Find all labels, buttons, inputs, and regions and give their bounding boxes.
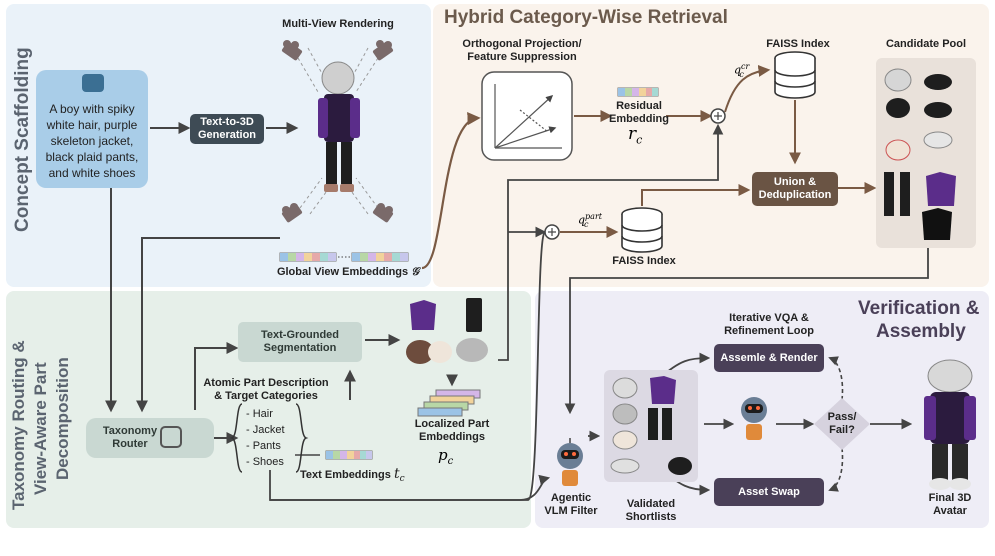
q-cr-sup: cr (741, 62, 750, 71)
category-list: - Hair - Jacket - Pants - Shoes (246, 406, 285, 470)
text-embeddings-text: Text Embeddings (300, 469, 391, 481)
category-shoes: - Shoes (246, 456, 284, 468)
iterative-label: Iterative VQA & Refinement Loop (724, 312, 814, 337)
q-cr: q (734, 63, 742, 77)
text-to-3d-box: Text-to-3D Generation (190, 114, 264, 144)
final-label: Final 3D Avatar (928, 492, 972, 517)
q-part-label: qpartc (578, 212, 602, 229)
segmentation-label: Text-Grounded Segmentation (260, 329, 339, 354)
agentic-label: Agentic VLM Filter (544, 492, 598, 517)
assemble-label: Assemle & Render (720, 351, 818, 364)
taxonomy-router-box: Taxonomy Router (86, 418, 214, 458)
decision-label: Pass/ Fail? (827, 411, 857, 436)
verification-title-2: Assembly (876, 321, 966, 342)
localized-sub: c (447, 456, 454, 467)
q-part-sup: part (585, 212, 602, 221)
candidate-pool-label: Candidate Pool (885, 38, 967, 50)
q-cr-sub: c (739, 69, 744, 79)
category-hair: - Hair (246, 408, 273, 420)
category-jacket: - Jacket (246, 424, 285, 436)
text-sub: c (399, 474, 405, 485)
residual-symbol: rc (628, 124, 642, 146)
text-t: t (393, 466, 400, 482)
residual-sub: c (636, 133, 643, 147)
q-part: q (578, 213, 586, 227)
text-to-3d-label: Text-to-3D Generation (197, 116, 257, 141)
retrieval-title: Hybrid Category-Wise Retrieval (444, 7, 728, 28)
category-pants: - Pants (246, 440, 281, 452)
localized-label: Localized Part Embeddings (414, 418, 490, 443)
global-embeddings-label: Global View Embeddings 𝒢 (264, 265, 432, 279)
localized-p: p (438, 446, 448, 464)
text-embeddings-label: Text Embeddings tc (300, 466, 405, 484)
verification-title-1: Verification & (858, 298, 980, 319)
asset-swap-box: Asset Swap (714, 478, 824, 506)
router-chip-icon (160, 426, 182, 448)
atomic-label: Atomic Part Description & Target Categor… (203, 377, 329, 402)
localized-symbol: pc (438, 446, 453, 467)
taxonomy-router-label: Taxonomy Router (102, 425, 158, 450)
q-part-sub: c (583, 219, 589, 229)
asset-swap-label: Asset Swap (738, 485, 800, 498)
residual-label: Residual Embedding (609, 100, 669, 125)
global-symbol: 𝒢 (411, 265, 420, 278)
multi-view-label: Multi-View Rendering (282, 18, 394, 30)
ortho-label: Orthogonal Projection/ Feature Suppressi… (462, 38, 582, 63)
faiss-bottom-label: FAISS Index (612, 255, 676, 267)
union-box: Union & Deduplication (752, 172, 838, 206)
union-label: Union & Deduplication (758, 176, 832, 201)
residual-r: r (628, 124, 637, 144)
global-embeddings-text: Global View Embeddings (276, 266, 409, 278)
shortlists-label: Validated Shortlists (625, 498, 677, 523)
assemble-box: Assemle & Render (714, 344, 824, 372)
segmentation-box: Text-Grounded Segmentation (238, 322, 362, 362)
prompt-text: A boy with spiky white hair, purple skel… (45, 102, 139, 180)
q-cr-label: qcrc (734, 62, 749, 79)
chat-icon (82, 74, 104, 92)
faiss-top-label: FAISS Index (766, 38, 830, 50)
